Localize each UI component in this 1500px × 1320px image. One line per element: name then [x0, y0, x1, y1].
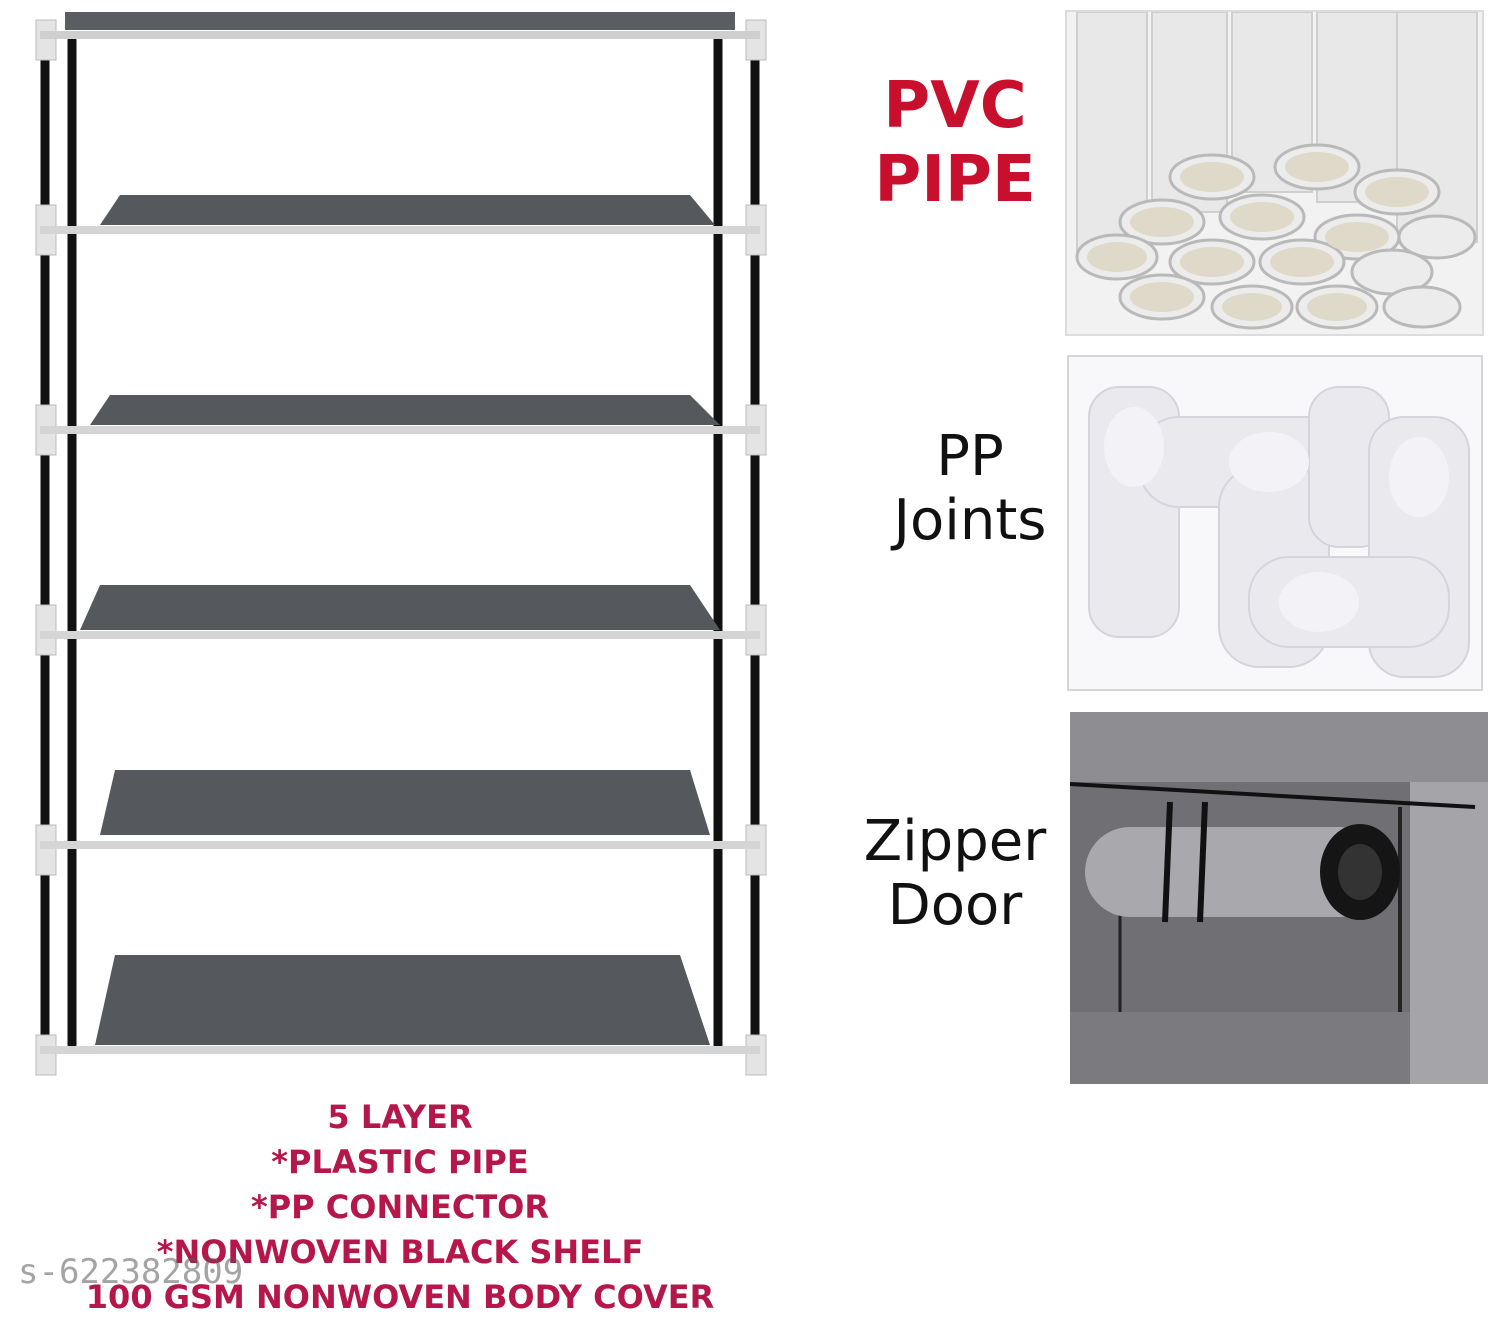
- zipper-door-label: Zipper Door: [840, 809, 1070, 939]
- pvc-pipe-photo: [1065, 10, 1484, 336]
- pp-label-line-2: Joints: [893, 488, 1047, 554]
- spec-line-layers: 5 LAYER: [327, 1098, 473, 1136]
- zipper-label-line-2: Door: [887, 873, 1023, 939]
- pvc-pipe-label: PVC PIPE: [840, 69, 1070, 217]
- pp-joints-label: PP Joints: [860, 424, 1080, 554]
- spec-line-pipe: *PLASTIC PIPE: [271, 1143, 529, 1181]
- pp-joints-photo: [1067, 355, 1483, 691]
- pvc-label-line-1: PVC: [883, 69, 1027, 143]
- product-specs: 5 LAYER *PLASTIC PIPE *PP CONNECTOR *NON…: [86, 1095, 714, 1320]
- pp-label-line-1: PP: [936, 424, 1004, 489]
- pvc-label-line-2: PIPE: [874, 142, 1036, 217]
- spec-line-shelf: *NONWOVEN BLACK SHELF: [156, 1233, 644, 1271]
- spec-line-connector: *PP CONNECTOR: [250, 1188, 550, 1226]
- zipper-door-photo: [1070, 712, 1488, 1084]
- spec-line-cover: 100 GSM NONWOVEN BODY COVER: [85, 1278, 715, 1316]
- zipper-label-line-1: Zipper: [863, 809, 1047, 874]
- shoe-rack-image: [0, 0, 800, 1100]
- watermark-text: s-622382809: [18, 1252, 244, 1292]
